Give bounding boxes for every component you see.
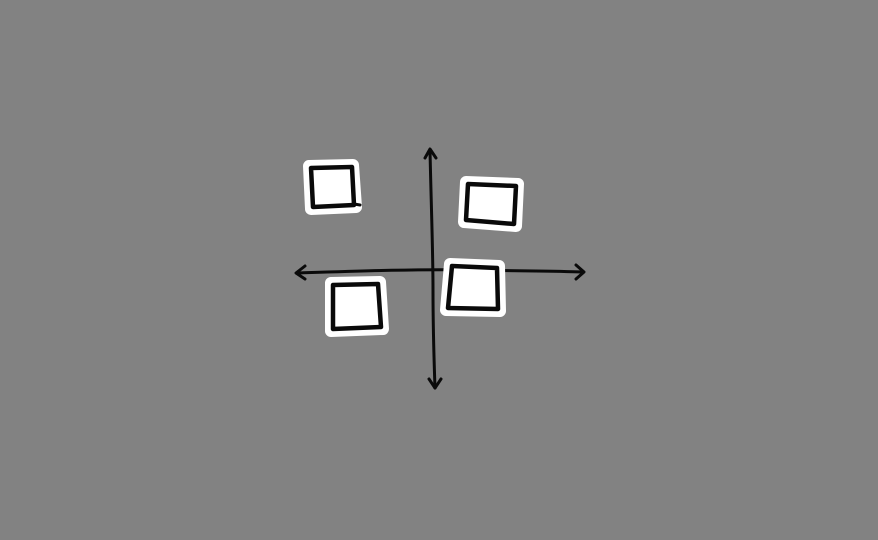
box-top-right bbox=[458, 176, 524, 232]
box-origin bbox=[440, 258, 506, 317]
box-top-left bbox=[303, 159, 362, 215]
right-arrowhead bbox=[574, 263, 586, 281]
left-arrowhead bbox=[294, 264, 307, 281]
box-bottom-left bbox=[325, 276, 389, 337]
bottom-arrowhead bbox=[427, 377, 443, 390]
vertical-axis-line bbox=[428, 148, 437, 390]
top-arrowhead bbox=[423, 147, 438, 160]
vertical-axis bbox=[423, 147, 443, 390]
horizontal-axis-line bbox=[295, 268, 585, 275]
